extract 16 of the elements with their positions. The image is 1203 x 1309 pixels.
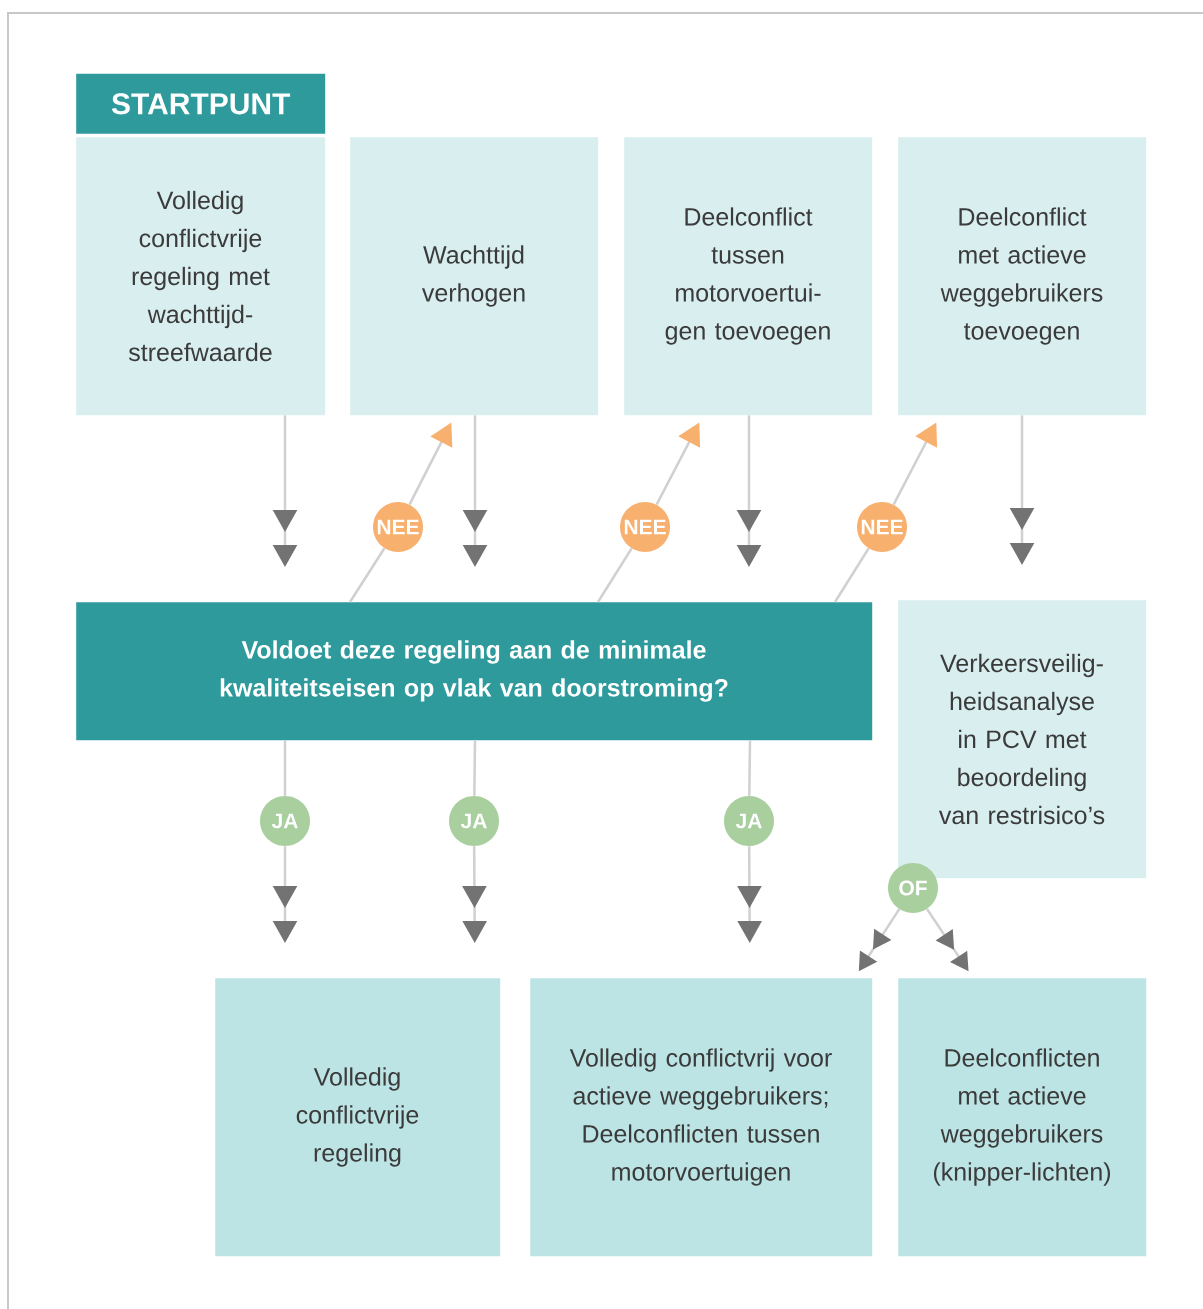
question-box: Voldoet deze regeling aan de minimale kwaliteitseisen op vlak van doorstroming?: [76, 602, 873, 741]
header-tab: STARTPUNT: [76, 73, 326, 134]
process-box: Deelconflicten met actieve weggebruikers (knipper-lichten): [898, 978, 1147, 1257]
process-box: Deelconflict tussen motorvoertui-gen toevoegen: [624, 137, 873, 416]
connector-line: [283, 740, 287, 796]
process-box: Verkeersveilig-heidsanalyse in PCV met beoordeling van restrisico’s: [898, 600, 1147, 879]
connector-line: [833, 547, 870, 603]
process-box: Wachttijd verhogen: [350, 137, 599, 416]
process-box: Volledig conflictvrije regeling: [215, 978, 501, 1257]
process-box: Deelconflict met actieve weggebruikers toevoegen: [898, 137, 1147, 416]
connector-line: [596, 547, 633, 603]
connector-line: [473, 740, 477, 796]
process-box: Volledig conflictvrije regeling met wachttijd-streefwaarde: [76, 137, 326, 416]
connector-line: [748, 740, 752, 796]
connector-line: [348, 547, 386, 603]
process-box: Volledig conflictvrij voor actieve weggebruikers; Deelconflicten tussen motorvoertuigen: [530, 978, 873, 1257]
